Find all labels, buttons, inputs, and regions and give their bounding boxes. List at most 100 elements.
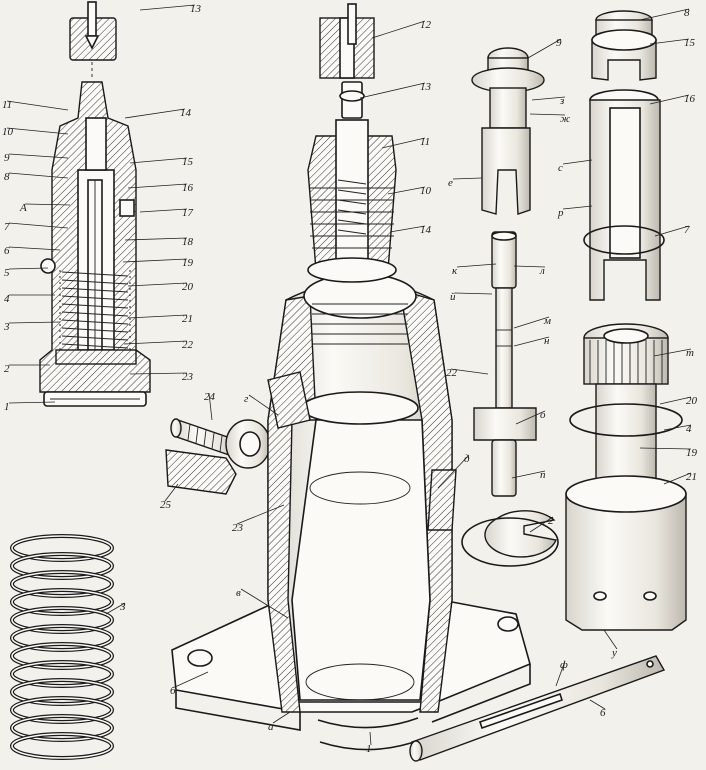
label-l-2b: 2 [548, 515, 554, 527]
label-l-13a: 13 [190, 3, 202, 15]
leader-line-l-14b [389, 225, 426, 233]
leader-line-l-k [456, 263, 497, 268]
label-l-9b: 9 [556, 37, 562, 49]
label-l-z: з [559, 95, 564, 107]
leader-line-l-1b [369, 731, 372, 746]
label-l-16a: 16 [182, 182, 194, 194]
leader-line-l-22b [450, 368, 489, 375]
leader-line-l-21a [127, 314, 188, 319]
washer-2 [461, 510, 559, 567]
label-l-17a: 17 [182, 207, 194, 219]
leader-line-l-8b [639, 8, 690, 21]
leader-line-l-8a [8, 172, 69, 179]
leader-line-l-p [511, 470, 546, 479]
leader-line-l-23a [129, 372, 188, 375]
leader-line-l-t [653, 348, 692, 357]
spring-coil-highlight [11, 589, 113, 615]
label-l-21a: 21 [182, 313, 193, 325]
leader-line-l-11b [381, 137, 426, 149]
rod-6 [409, 655, 666, 762]
label-l-g: г [244, 393, 249, 405]
label-l-i: й [450, 291, 456, 303]
label-l-14b: 14 [420, 224, 432, 236]
leader-line-l-i [454, 292, 493, 295]
leader-line-l-r [562, 205, 593, 210]
leader-line-l-o [515, 410, 546, 425]
spring-3 [10, 534, 114, 760]
label-l-4b: 4 [686, 423, 692, 435]
leader-line-l-v [240, 588, 289, 619]
gear-sleeve [565, 323, 687, 631]
label-l-b: б [170, 685, 176, 697]
spring-coil-highlight [11, 679, 113, 705]
section-spring [59, 270, 131, 352]
label-l-25: 25 [160, 499, 172, 511]
leader-line-l-18a [124, 237, 188, 241]
leader-line-l-10b [387, 186, 426, 195]
label-l-12: 12 [420, 19, 432, 31]
label-l-21b: 21 [686, 471, 697, 483]
label-l-11a: 11 [2, 99, 12, 111]
label-l-15a: 15 [182, 156, 194, 168]
label-l-r: р [557, 207, 564, 219]
central-body-23 [171, 273, 531, 751]
leader-line-l-21b [663, 472, 692, 485]
label-l-A: A [19, 202, 27, 214]
label-l-m: м [543, 315, 551, 327]
label-l-18a: 18 [182, 236, 194, 248]
leader-line-l-a [272, 711, 291, 724]
label-l-n: н [544, 335, 550, 347]
leader-line-l-9a [8, 153, 69, 159]
leader-line-l-z [531, 96, 566, 101]
label-l-23b: 23 [232, 522, 244, 534]
label-l-14a: 14 [180, 107, 192, 119]
leader-line-l-10a [6, 127, 69, 135]
label-l-19a: 19 [182, 257, 194, 269]
leader-line-l-s [562, 159, 593, 165]
label-l-6a: 6 [4, 245, 10, 257]
spring-coil-highlight [11, 643, 113, 669]
leader-line-l-9b [527, 38, 562, 59]
leader-line-l-6a [8, 246, 61, 251]
spring-coil-highlight [11, 661, 113, 687]
label-l-10a: 10 [2, 126, 14, 138]
leader-line-l-25 [164, 483, 179, 502]
leader-line-l-d [437, 454, 470, 489]
leader-line-l-17a [139, 208, 188, 213]
label-l-5a: 5 [4, 267, 10, 279]
leader-line-l-12 [371, 20, 426, 39]
spring-coil-highlight [11, 571, 113, 597]
spring-coil-highlight [11, 625, 113, 651]
leader-line-l-u [603, 629, 618, 650]
spring-coil-highlight [11, 607, 113, 633]
label-l-20a: 20 [182, 281, 194, 293]
label-l-1b: 1 [366, 743, 372, 755]
leader-line-l-7b [654, 225, 690, 237]
leader-line-l-20b [659, 396, 692, 405]
label-l-23a: 23 [182, 371, 194, 383]
label-l-24: 24 [204, 391, 216, 403]
leader-line-l-15a [129, 157, 188, 164]
label-l-1a: 1 [4, 401, 10, 413]
leader-line-l-24 [208, 392, 213, 421]
label-l-p: п [540, 469, 546, 481]
leader-line-l-16b [649, 94, 690, 105]
leader-line-l-7a [8, 222, 69, 229]
spring-coil-highlight [11, 553, 113, 579]
leader-line-l-14a [124, 108, 186, 119]
label-l-11b: 11 [420, 136, 430, 148]
leader-line-l-22a [123, 340, 188, 345]
leader-line-l-19b [639, 447, 692, 450]
label-l-k: к [452, 265, 458, 277]
spring-coil-highlight [11, 535, 113, 561]
spring-coil-highlight [11, 733, 113, 759]
label-l-s: с [558, 162, 563, 174]
spring-coil-highlight [11, 697, 113, 723]
leader-line-l-11a [6, 100, 69, 111]
leader-line-l-5a [8, 267, 49, 270]
label-l-v: в [236, 587, 241, 599]
label-l-o: о [540, 409, 546, 421]
label-l-22b: 22 [446, 367, 458, 379]
label-l-a: а [268, 721, 274, 733]
